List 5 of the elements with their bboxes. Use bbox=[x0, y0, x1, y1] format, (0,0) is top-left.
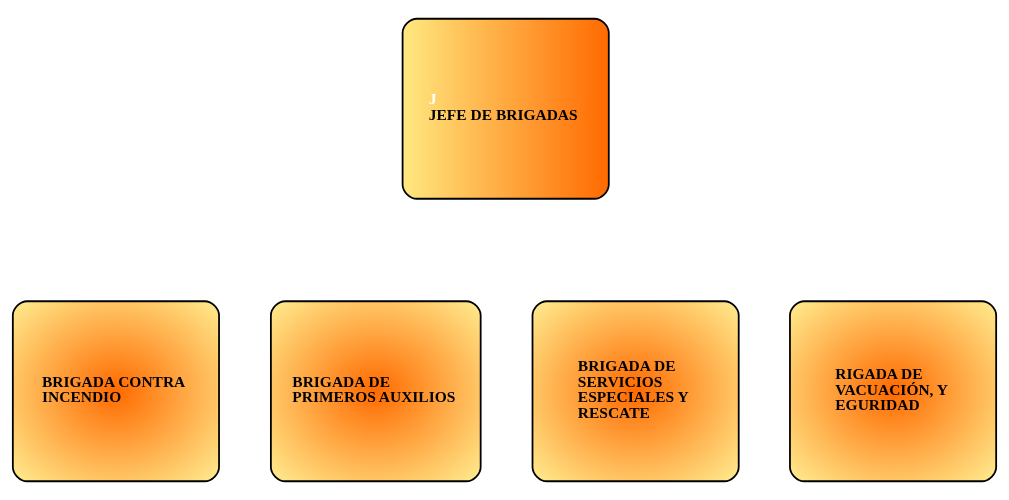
node-box: BRIGADA DE PRIMEROS AUXILIOS bbox=[270, 300, 482, 483]
node-box: RIGADA DE VACUACIÓN, Y EGURIDAD bbox=[789, 300, 998, 483]
node-box: BRIGADA CONTRA INCENDIO bbox=[11, 300, 220, 483]
node-box: J JEFE DE BRIGADAS bbox=[401, 17, 610, 200]
node-box: BRIGADA DE SERVICIOS ESPECIALES Y RESCATE bbox=[531, 300, 740, 483]
